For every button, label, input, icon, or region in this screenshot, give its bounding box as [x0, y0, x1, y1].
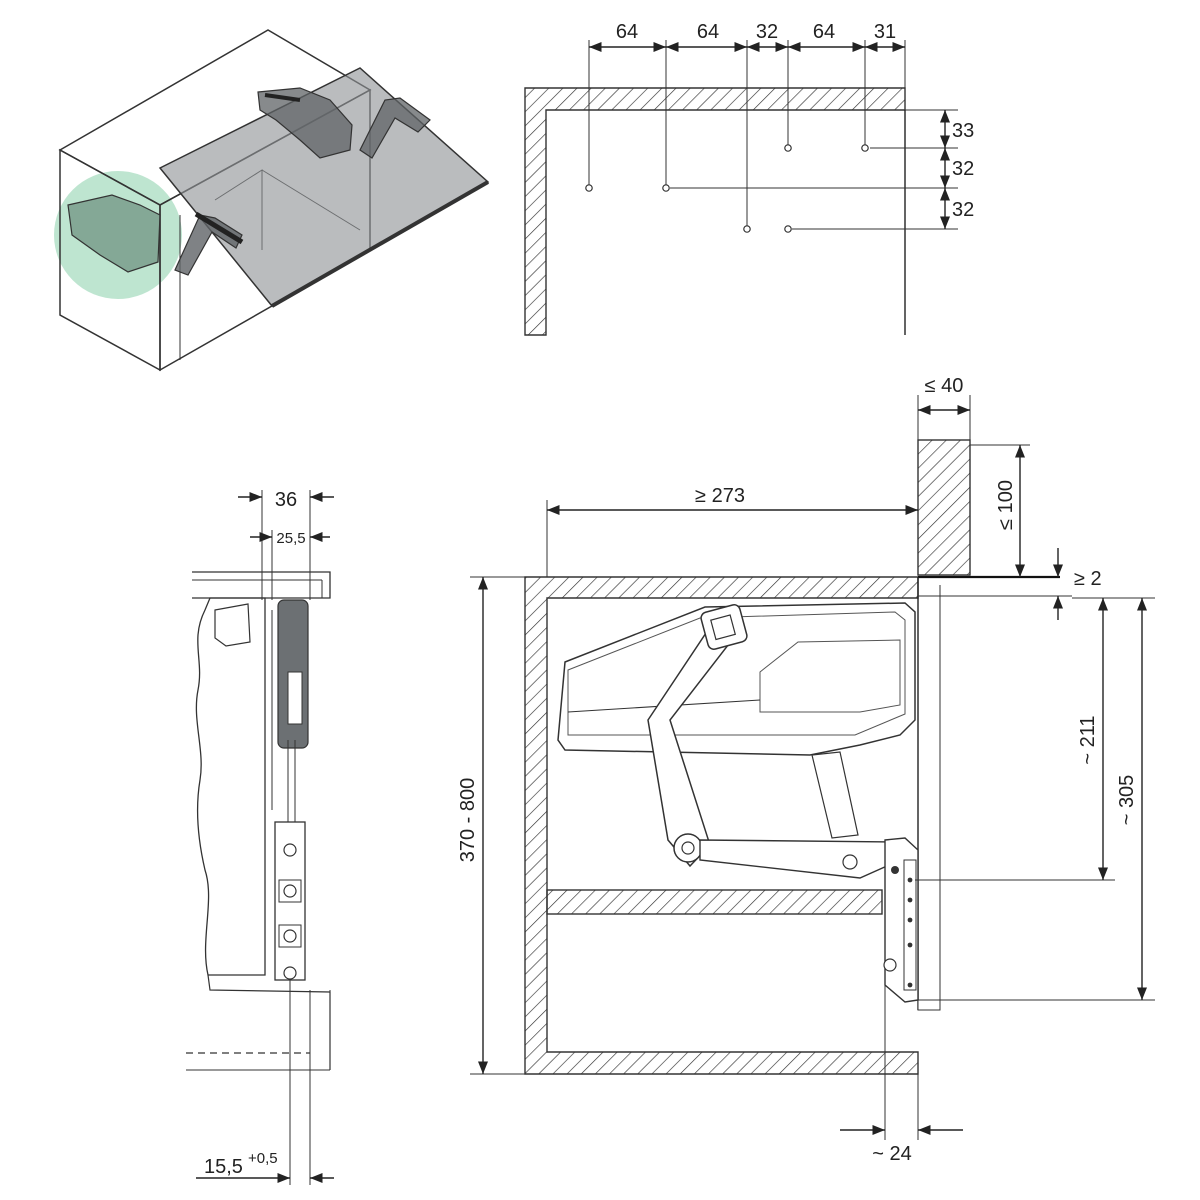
- mount-hole: [743, 225, 751, 233]
- lower-lift-mechanism: [67, 194, 244, 276]
- hole-dim-3: 32: [756, 21, 778, 43]
- side-bottom-dim: 15,5: [204, 1156, 243, 1178]
- plate-offset-dim: ~ 24: [872, 1143, 911, 1165]
- mount-hole: [861, 144, 869, 152]
- side-bottom-tolerance: +0,5: [248, 1150, 278, 1167]
- cabinet-height-dim: 370 - 800: [457, 778, 479, 863]
- main-cabinet-view: ≤ 40 ≥ 273 ≤ 100 ≥ 2 370 - 800 ~ 211 ~ 3…: [457, 375, 1155, 1165]
- hole-pattern-view: 64 64 32 64 31 33 32 32: [524, 21, 974, 336]
- upper-lift-mechanism: [257, 87, 431, 159]
- hole-dim-4: 64: [813, 21, 835, 43]
- mount-hole: [784, 225, 792, 233]
- inner-width-dim: ≥ 273: [695, 485, 745, 507]
- hole-dim-2: 64: [697, 21, 719, 43]
- screw-icon: [283, 884, 297, 898]
- mechanism-height-dim: ~ 211: [1077, 715, 1099, 764]
- screw-icon: [283, 843, 297, 857]
- door-thickness-dim: ≤ 40: [925, 375, 964, 397]
- cabinet-shelf: [546, 889, 883, 915]
- cabinet-isometric-illustration: [54, 29, 490, 372]
- side-inner-dim: 25,5: [276, 530, 305, 547]
- hatched-wall: [524, 87, 906, 336]
- screw-icon: [283, 929, 297, 943]
- side-top-bracket: [214, 603, 251, 647]
- hole-dim-1: 64: [616, 21, 638, 43]
- mount-hole: [585, 184, 593, 192]
- side-top-panel: [192, 571, 331, 599]
- hole-dim-5: 31: [874, 21, 896, 43]
- side-view: 36 25,5 15,5 +0,5: [186, 489, 334, 1185]
- mount-hole: [784, 144, 792, 152]
- screw-icon: [283, 966, 297, 980]
- side-width-dim: 36: [275, 489, 297, 511]
- mount-hole: [662, 184, 670, 192]
- vert-dim-1: 33: [952, 120, 974, 142]
- side-wall-outline: [195, 597, 266, 976]
- door-overlap-dim: ≤ 100: [995, 480, 1017, 530]
- gap-dim: ≥ 2: [1074, 568, 1102, 590]
- vert-dim-2: 32: [952, 158, 974, 180]
- vert-dim-3: 32: [952, 199, 974, 221]
- door-edge: [271, 180, 489, 308]
- door-top-hatched: [917, 439, 971, 576]
- plate-height-dim: ~ 305: [1116, 775, 1138, 826]
